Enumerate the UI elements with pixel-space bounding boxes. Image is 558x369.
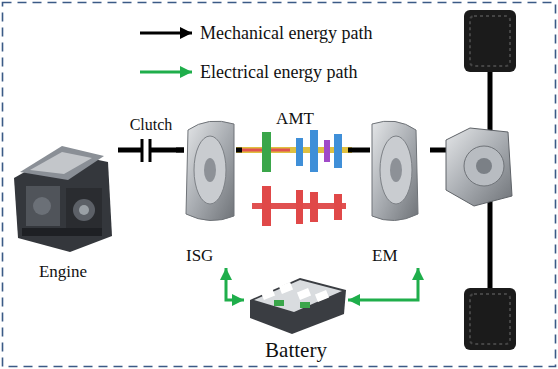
component-label: Engine xyxy=(39,263,87,282)
component-box: ISG xyxy=(184,118,236,268)
em-picture xyxy=(372,121,418,220)
component-label: Battery xyxy=(265,339,327,362)
differential-picture xyxy=(446,128,512,206)
amt-picture xyxy=(236,130,352,226)
component-box: EM xyxy=(370,118,430,268)
shaft xyxy=(150,148,184,153)
engine-picture xyxy=(14,146,112,252)
legend-text: Electrical energy path xyxy=(200,61,358,83)
legend-line-sample xyxy=(140,32,192,35)
wheel xyxy=(464,10,516,72)
mechanical-path xyxy=(236,148,242,153)
component-label: AMT xyxy=(276,110,314,129)
legend-text: Mechanical energy path xyxy=(200,22,373,44)
component-box: Engine xyxy=(8,132,118,284)
legend-line-sample xyxy=(140,71,192,74)
electrical-path xyxy=(348,268,418,300)
component-label: EM xyxy=(372,247,398,266)
clutch-plate xyxy=(149,139,152,162)
component-label: ISG xyxy=(186,247,213,266)
battery-picture xyxy=(250,278,346,334)
electrical-path xyxy=(226,268,244,300)
wheel xyxy=(464,288,516,350)
mechanical-path xyxy=(118,148,126,153)
isg-picture xyxy=(186,121,234,220)
component-box: AMT xyxy=(242,108,348,238)
mechanical-path xyxy=(348,148,370,153)
clutch-plate xyxy=(141,139,144,162)
frame xyxy=(3,3,556,367)
shaft xyxy=(430,148,448,153)
mechanical-path xyxy=(176,148,184,153)
shaft xyxy=(126,148,142,153)
component-label: Clutch xyxy=(130,116,173,134)
component-box: Clutch xyxy=(126,114,176,166)
component-box: Battery xyxy=(244,272,348,364)
